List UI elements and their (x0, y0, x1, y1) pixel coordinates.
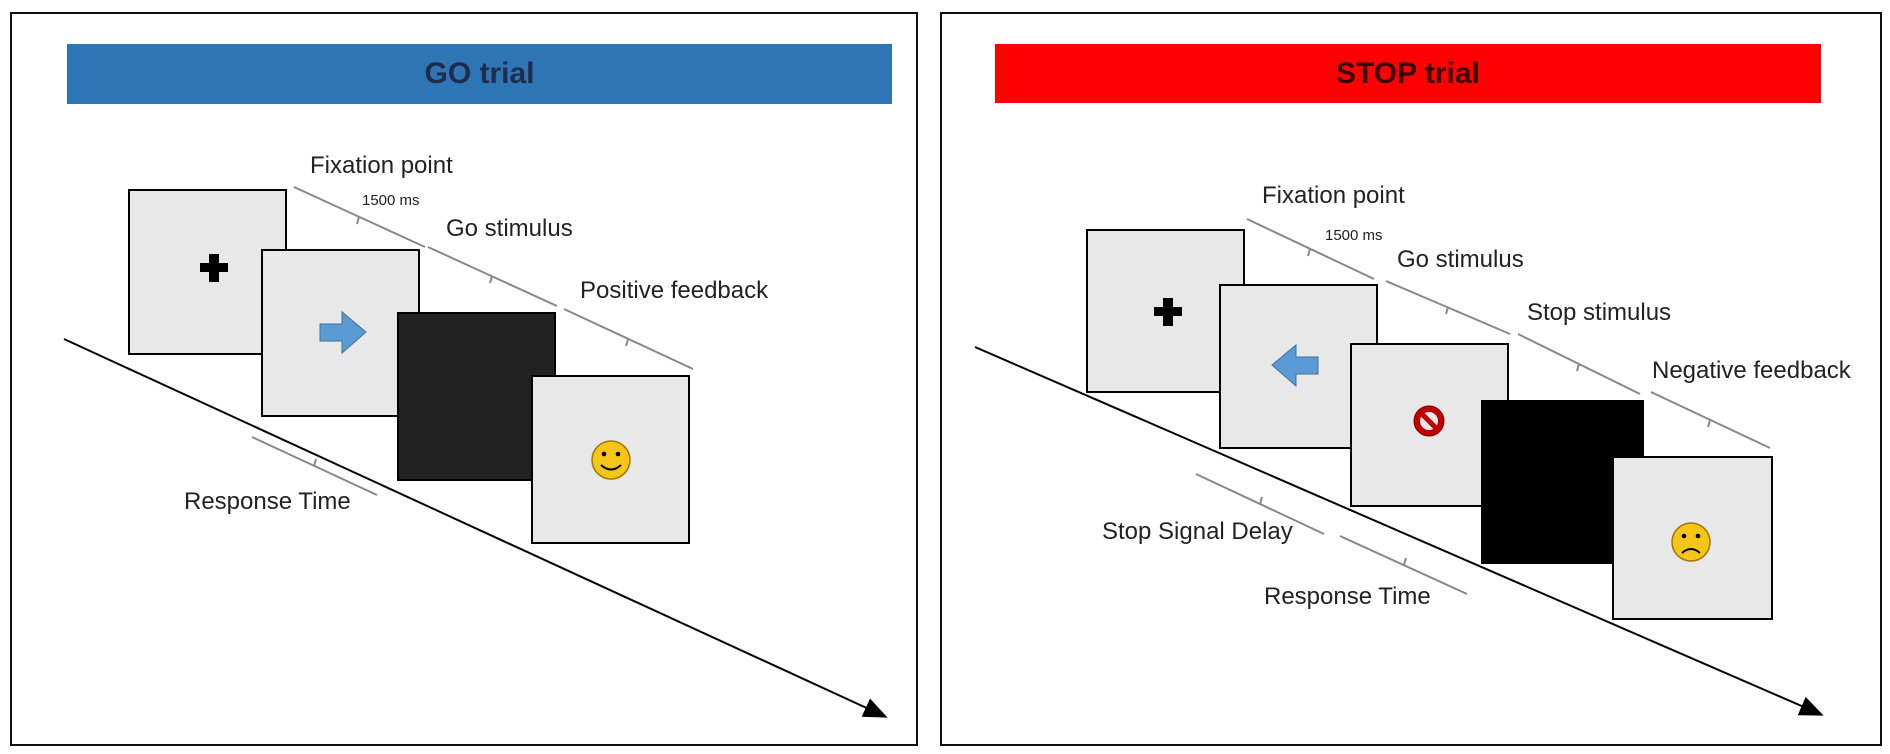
left-arrow-icon (1271, 343, 1319, 388)
right-arrow-icon (319, 310, 367, 355)
smiley-face-icon (591, 440, 631, 480)
go-stimulus-bracket (427, 246, 558, 307)
response-time-bracket (251, 436, 378, 496)
time-axis (63, 338, 888, 718)
duration-label: 1500 ms (1325, 227, 1383, 244)
stop-sign-icon (1413, 405, 1445, 437)
fixation-bracket (1246, 218, 1375, 280)
stop-trial-title: STOP trial (1336, 56, 1480, 90)
stop-stimulus-label: Stop stimulus (1527, 299, 1671, 326)
fixation-bracket (293, 186, 426, 248)
stop-signal-delay-bracket (1195, 473, 1325, 535)
stop-trial-banner: STOP trial (995, 44, 1821, 103)
sad-face-icon (1671, 522, 1711, 562)
duration-label: 1500 ms (362, 192, 420, 209)
stop-signal-delay-label: Stop Signal Delay (1102, 518, 1293, 545)
stop-trial-diagram: Fixation point 1500 ms Go stimulus Stop … (974, 182, 1852, 716)
time-axis (974, 346, 1824, 716)
fixation-label: Fixation point (1262, 182, 1405, 209)
fixation-cross-icon (1154, 298, 1182, 326)
go-trial-panel: GO trial (10, 12, 918, 746)
response-time-label: Response Time (1264, 583, 1431, 610)
go-trial-banner: GO trial (67, 44, 892, 104)
blank-screen (397, 312, 556, 481)
go-stimulus-bracket (1385, 280, 1511, 335)
response-time-label: Response Time (184, 488, 351, 515)
go-stimulus-label: Go stimulus (1397, 246, 1524, 273)
stop-trial-panel: STOP trial (940, 12, 1882, 746)
response-time-bracket (1339, 535, 1468, 595)
stop-stimulus-bracket (1517, 333, 1641, 395)
go-trial-diagram: Fixation point 1500 ms Go stimulus Posit… (63, 152, 888, 718)
go-stimulus-label: Go stimulus (446, 215, 573, 242)
fixation-cross-icon (200, 254, 228, 282)
fixation-label: Fixation point (310, 152, 453, 179)
go-trial-title: GO trial (424, 57, 535, 90)
feedback-label: Positive feedback (580, 277, 769, 304)
feedback-label: Negative feedback (1652, 357, 1852, 384)
feedback-bracket (1650, 391, 1771, 449)
feedback-bracket (563, 308, 694, 370)
